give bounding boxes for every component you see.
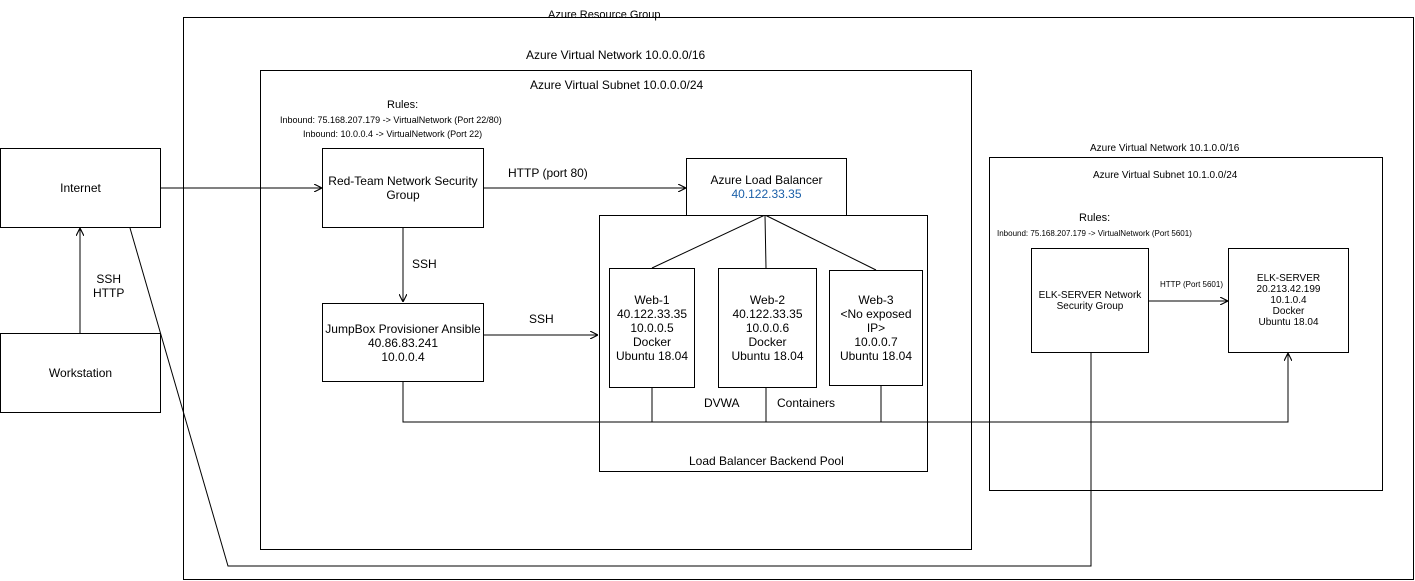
jumpbox-node: JumpBox Provisioner Ansible 40.86.83.241… — [322, 303, 484, 382]
load-balancer-ip: 40.122.33.35 — [731, 187, 802, 201]
vnet1-frame — [260, 70, 972, 550]
web3-line-5: Ubuntu 18.04 — [839, 349, 913, 363]
elk-nsg-node: ELK-SERVER Network Security Group — [1031, 248, 1149, 353]
workstation-node: Workstation — [0, 333, 161, 413]
web3-line-1: Web-3 — [858, 293, 894, 307]
load-balancer-node: Azure Load Balancer 40.122.33.35 — [686, 158, 847, 216]
vnet2-frame — [989, 157, 1383, 491]
internet-node: Internet — [0, 148, 161, 228]
edge-label-ssh-down: SSH — [412, 257, 437, 271]
edge-jumpbox-elk — [402, 353, 1288, 423]
subnet2-label: Azure Virtual Subnet 10.1.0.0/24 — [1093, 170, 1238, 181]
rules1-title: Rules: — [387, 99, 419, 111]
vnet2-label: Azure Virtual Network 10.1.0.0/16 — [1090, 143, 1240, 154]
rules1-line2: Inbound: 10.0.0.4 -> VirtualNetwork (Por… — [303, 129, 483, 139]
web2-line-3: 10.0.0.6 — [745, 321, 790, 335]
edge-label-http: HTTP — [93, 286, 125, 301]
elk-nsg-label-2: Security Group — [1056, 300, 1124, 312]
edge-label-ssh: SSH — [96, 272, 122, 286]
web1-node: Web-1 40.122.33.35 10.0.0.5 Docker Ubunt… — [609, 268, 695, 388]
web3-line-4: 10.0.0.7 — [854, 335, 898, 349]
web2-line-4: Docker — [748, 335, 787, 349]
rules1-line1: Inbound: 75.168.207.179 -> VirtualNetwor… — [280, 115, 502, 125]
web2-line-1: Web-2 — [749, 293, 786, 307]
elk-server-line-4: Docker — [1272, 306, 1305, 317]
edge-lb-web2 — [764, 214, 767, 269]
edge-label-http80: HTTP (port 80) — [508, 166, 588, 180]
elk-server-line-1: ELK-SERVER — [1256, 273, 1321, 284]
web2-line-2: 40.122.33.35 — [732, 307, 803, 321]
web1-line-2: 40.122.33.35 — [616, 307, 688, 321]
subnet1-label: Azure Virtual Subnet 10.0.0.0/24 — [530, 78, 704, 92]
elk-nsg-label-1: ELK-SERVER Network — [1038, 289, 1142, 301]
jumpbox-label-3: 10.0.0.4 — [381, 349, 425, 364]
edge-label-http5601: HTTP (Port 5601) — [1160, 280, 1223, 289]
edge-label-ssh-http: SSH HTTP — [93, 272, 124, 301]
edge-label-containers: Containers — [777, 396, 836, 410]
workstation-label: Workstation — [48, 366, 113, 380]
resource-group-frame — [183, 17, 1414, 580]
web1-line-1: Web-1 — [634, 293, 670, 307]
resource-group-label: Azure Resource Group — [548, 9, 661, 21]
edge-internet-elknsg — [129, 227, 1092, 567]
web1-line-5: Ubuntu 18.04 — [615, 349, 689, 363]
web2-line-5: Ubuntu 18.04 — [731, 349, 804, 363]
nsg-node: Red-Team Network Security Group — [322, 148, 484, 228]
rules2-title: Rules: — [1079, 212, 1111, 224]
edge-label-ssh-right: SSH — [529, 312, 554, 326]
web1-line-3: 10.0.0.5 — [630, 321, 674, 335]
web3-line-3: IP> — [866, 321, 886, 335]
elk-server-line-5: Ubuntu 18.04 — [1258, 317, 1319, 328]
jumpbox-label-2: 40.86.83.241 — [367, 335, 439, 350]
edge-lb-web1 — [651, 214, 766, 269]
web3-line-2: <No exposed — [840, 307, 912, 321]
edge-lb-web3 — [764, 214, 877, 271]
edge-label-dvwa: DVWA — [704, 396, 740, 410]
nsg-label-1: Red-Team Network Security — [328, 174, 478, 188]
jumpbox-label-1: JumpBox Provisioner Ansible — [325, 321, 481, 336]
rules2-line1: Inbound: 75.168.207.179 -> VirtualNetwor… — [997, 229, 1192, 238]
backend-pool-label: Load Balancer Backend Pool — [689, 454, 844, 468]
nsg-label-2: Group — [386, 188, 420, 202]
web3-node: Web-3 <No exposed IP> 10.0.0.7 Ubuntu 18… — [829, 270, 923, 386]
vnet1-label: Azure Virtual Network 10.0.0.0/16 — [526, 48, 706, 62]
internet-label: Internet — [60, 181, 101, 195]
elk-server-node: ELK-SERVER 20.213.42.199 10.1.0.4 Docker… — [1228, 248, 1349, 353]
web1-line-4: Docker — [632, 335, 671, 349]
elk-server-line-3: 10.1.0.4 — [1270, 295, 1307, 306]
web2-node: Web-2 40.122.33.35 10.0.0.6 Docker Ubunt… — [718, 268, 817, 388]
load-balancer-name: Azure Load Balancer — [710, 173, 823, 187]
elk-server-line-2: 20.213.42.199 — [1256, 284, 1321, 295]
